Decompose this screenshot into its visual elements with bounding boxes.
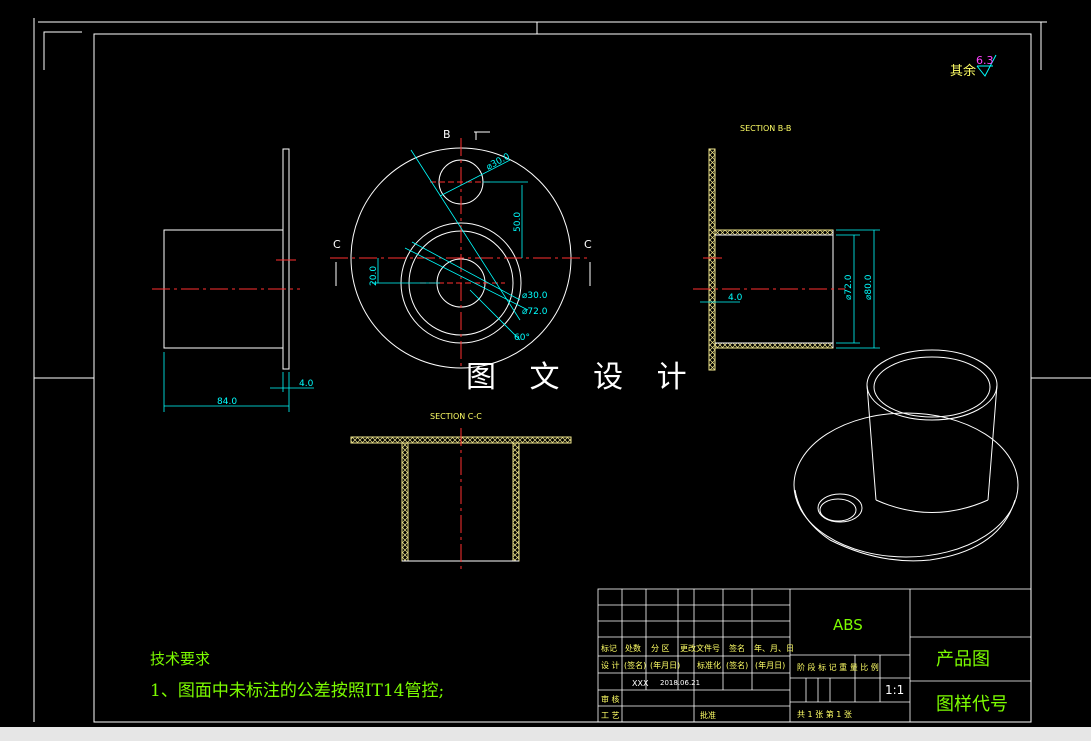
title-block <box>597 588 1032 723</box>
tb-design-4: (签名) <box>726 660 748 670</box>
tb-drawing-no: 图样代号 <box>936 694 1008 715</box>
tb-check: 审 核 <box>601 694 620 704</box>
tb-designer: XXX <box>632 679 649 688</box>
sheet-frame <box>33 18 1091 723</box>
tb-product: 产品图 <box>936 649 990 670</box>
tb-header-4: 签名 <box>729 643 745 653</box>
section-cc-view: SECTION C-C <box>350 412 572 570</box>
roughness-value: 6.3 <box>976 54 994 67</box>
dim-front-length: 84.0 <box>217 397 237 407</box>
tb-header-3: 更改文件号 <box>680 643 720 653</box>
tb-header-1: 处数 <box>625 643 641 653</box>
roughness-symbol: 其余 6.3 <box>950 54 997 79</box>
tb-material: ABS <box>833 616 863 634</box>
dim-bb-outer: ⌀80.0 <box>864 274 874 300</box>
section-bb-view: SECTION B-B 4.0 ⌀72.0 ⌀80.0 <box>693 124 880 371</box>
tb-stage-headers: 阶 段 标 记 重 量 比 例 <box>797 662 879 672</box>
title-block-text: 标记 处数 分 区 更改文件号 签名 年、月、日 设 计 (签名) (年月日) … <box>601 616 1008 720</box>
dim-front-flange: 4.0 <box>299 379 314 389</box>
marker-c-left: C <box>333 238 341 251</box>
dim-bb-inner: ⌀72.0 <box>844 274 854 300</box>
tb-header-5: 年、月、日 <box>754 643 794 653</box>
watermark-text: 图 文 设 计 <box>466 360 699 395</box>
dim-inner-dia: ⌀30.0 <box>522 291 548 301</box>
roughness-prefix: 其余 <box>950 63 976 79</box>
notes-line-1: 1、图面中未标注的公差按照IT14管控; <box>150 681 445 701</box>
tb-design-1: (签名) <box>624 660 646 670</box>
tb-date: 2018.06.21 <box>660 679 700 687</box>
tb-scale: 1:1 <box>885 683 904 697</box>
tb-approve: 批准 <box>700 710 716 720</box>
dim-center-offset: 20.0 <box>369 266 379 286</box>
section-cc-label: SECTION C-C <box>430 412 482 421</box>
notes-title: 技术要求 <box>150 650 211 668</box>
status-bar <box>0 727 1091 741</box>
dim-outer-dia: ⌀72.0 <box>522 307 548 317</box>
tb-header-0: 标记 <box>601 643 617 653</box>
section-bb-label: SECTION B-B <box>740 124 791 133</box>
tb-design-2: (年月日) <box>650 660 680 670</box>
front-view: 84.0 4.0 <box>152 148 314 412</box>
dim-top-offset: 50.0 <box>513 212 523 232</box>
top-view: B C C ⌀30.0 50.0 20.0 ⌀30.0 ⌀72.0 60° <box>330 128 592 370</box>
tb-header-2: 分 区 <box>651 644 670 653</box>
tb-design-5: (年月日) <box>755 660 785 670</box>
dim-bb-wall: 4.0 <box>728 293 743 303</box>
tb-sheets: 共 1 张 第 1 张 <box>797 709 852 719</box>
dim-angle: 60° <box>514 333 530 343</box>
marker-c-right: C <box>584 238 592 251</box>
marker-b: B <box>443 128 451 141</box>
tb-design-3: 标准化 <box>697 660 721 670</box>
tb-process: 工 艺 <box>601 711 620 720</box>
tb-design-0: 设 计 <box>601 660 620 670</box>
isometric-view <box>793 349 1019 562</box>
